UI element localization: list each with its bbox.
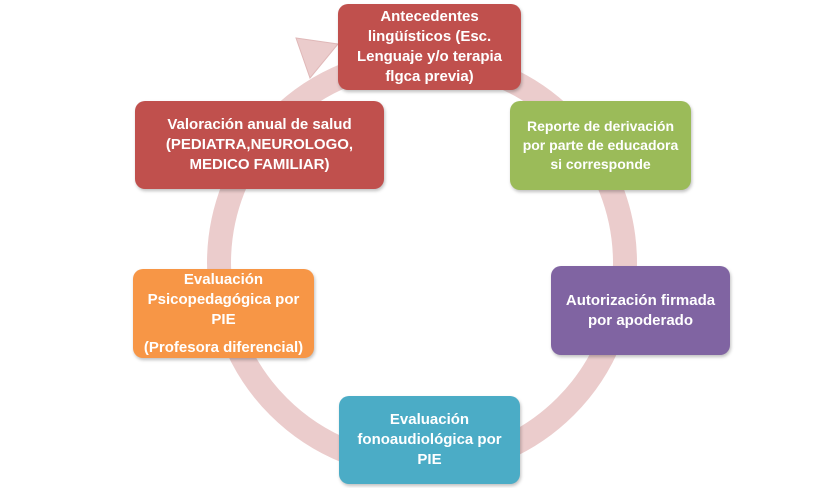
step-text: Psicopedagógica por [147,290,300,308]
step-text: fonoaudiológica por [357,431,502,448]
cycle-arrowhead [295,37,339,80]
step-text: por apoderado [587,311,693,329]
step-text: lingüísticos (Esc. [367,28,492,45]
step-text: PIE [417,451,442,468]
step-evaluacion-psicopedagogica: Evaluación Psicopedagógica por PIE (Prof… [133,269,314,358]
step-text: (PEDIATRA,NEUROLOGO, [165,136,354,153]
step-text: Evaluación [183,270,264,288]
step-antecedentes-linguisticos: Antecedentes lingüísticos (Esc. Lenguaje… [338,4,521,90]
step-text: MEDICO FAMILIAR) [189,156,330,173]
step-text: por parte de educadora [522,137,679,153]
step-text: Valoración anual de salud [167,116,352,133]
step-text: Evaluación [389,411,470,428]
step-valoracion-anual-salud: Valoración anual de salud (PEDIATRA,NEUR… [135,101,384,189]
step-text: Lenguaje y/o terapia [356,48,503,65]
step-text: Antecedentes [380,8,479,25]
step-text: si corresponde [550,156,651,172]
step-reporte-derivacion: Reporte de derivación por parte de educa… [510,101,691,190]
step-text: Autorización firmada [565,291,716,309]
step-evaluacion-fonoaudiologica: Evaluación fonoaudiológica por PIE [339,396,520,484]
step-note: (Profesora diferencial) [143,338,304,356]
step-text: Reporte de derivación [526,118,675,134]
step-autorizacion-firmada: Autorización firmada por apoderado [551,266,730,355]
step-text: flgca previa) [385,68,474,85]
step-text: PIE [211,310,236,328]
